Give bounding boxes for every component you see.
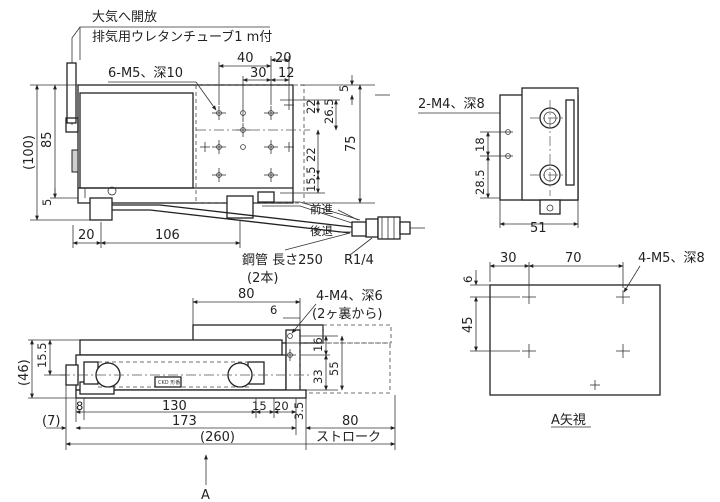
view-a-holes-note: 4-M5、深8 [638,251,705,266]
dim-30-a: 30 [500,251,517,266]
dim-15: 15 [252,399,267,413]
dim-20-bottom: 20 [78,228,95,243]
fitting [65,117,79,133]
dim-55: 55 [327,361,341,376]
side-holes-note: 4-M4、深6 [316,289,383,304]
pipe-2 [112,209,351,234]
label-backward: 後退 [310,224,333,238]
dim-12: 12 [278,66,295,81]
stroke-label: ストローク [316,430,381,445]
dim-22-b: 22 [304,147,318,162]
end-holes-note: 2-M4、深8 [418,97,485,112]
dim-28-5: 28.5 [473,169,487,195]
dim-26-5: 26.5 [322,98,336,124]
dim-45-a: 45 [461,316,476,333]
label-forward: 前進 [310,202,333,216]
dim-8: 8 [76,399,83,413]
side-view: CKD 形番 80 4-M4、深6 (2ヶ裏から) 6 16 33 55 (46… [17,287,396,502]
dim-130: 130 [162,399,187,414]
name-plate [154,376,182,388]
dim-33: 33 [311,369,325,384]
view-a: 4-M5、深8 30 70 6 45 A矢視 [461,251,705,428]
dim-80: 80 [342,414,359,429]
holes-note-6m5: 6-M5、深10 [108,66,183,81]
dim-22-a: 22 [304,99,318,114]
dim-15-5: 15.5 [304,166,318,192]
exhaust-note: 大気へ開放 [92,9,157,25]
dim-16: 16 [311,337,325,352]
exhaust-tube [66,62,77,124]
foot-right [226,195,254,219]
dim-70-a: 70 [565,251,582,266]
dim-30: 30 [250,66,267,81]
dim-173: 173 [172,414,197,429]
r14-fitting [351,216,425,240]
dim-85: 85 [40,131,55,148]
cylinder-block [79,92,194,189]
dim-46: (46) [17,359,32,386]
pipe-1 [112,204,361,229]
dim-40: 40 [237,51,254,66]
dim-260: (260) [200,430,235,445]
end-view: 2-M4、深8 18 28.5 51 [418,87,579,236]
exhaust-tube-note: 排気用ウレタンチューブ1 m付 [92,29,272,45]
dim-51: 51 [530,221,547,236]
dim-6-a: 6 [461,276,475,283]
foot-left [89,197,113,221]
pipe-count: (2本) [247,271,278,286]
dim-80-top: 80 [238,287,255,302]
dim-18: 18 [473,137,487,152]
pipe-note: 鋼管 長さ250 [242,253,323,268]
top-view: 大気へ開放 排気用ウレタンチューブ1 m付 [22,9,425,286]
dim-5-top: 5 [337,85,351,92]
side-holes-sub: (2ヶ裏から) [312,307,382,322]
name-plate-text: CKD 形番 [158,379,180,386]
view-a-caption: A矢視 [551,413,586,428]
dim-20: 20 [275,51,292,66]
dim-6-side: 6 [270,303,277,317]
arrow-a-label: A [201,488,210,502]
dim-7: (7) [42,414,60,429]
view-a-holes [522,290,630,390]
dim-20-side: 20 [274,399,289,413]
dim-106: 106 [155,228,180,243]
dim-5-left: 5 [40,199,54,206]
port-note: R1/4 [344,253,374,268]
dim-15-5-side: 15.5 [35,342,49,368]
pipe-3 [258,201,361,221]
dim-75: 75 [344,135,359,152]
view-a-plate [489,284,661,396]
dim-100: (100) [22,135,37,170]
dim-3-5: 3.5 [292,402,306,420]
